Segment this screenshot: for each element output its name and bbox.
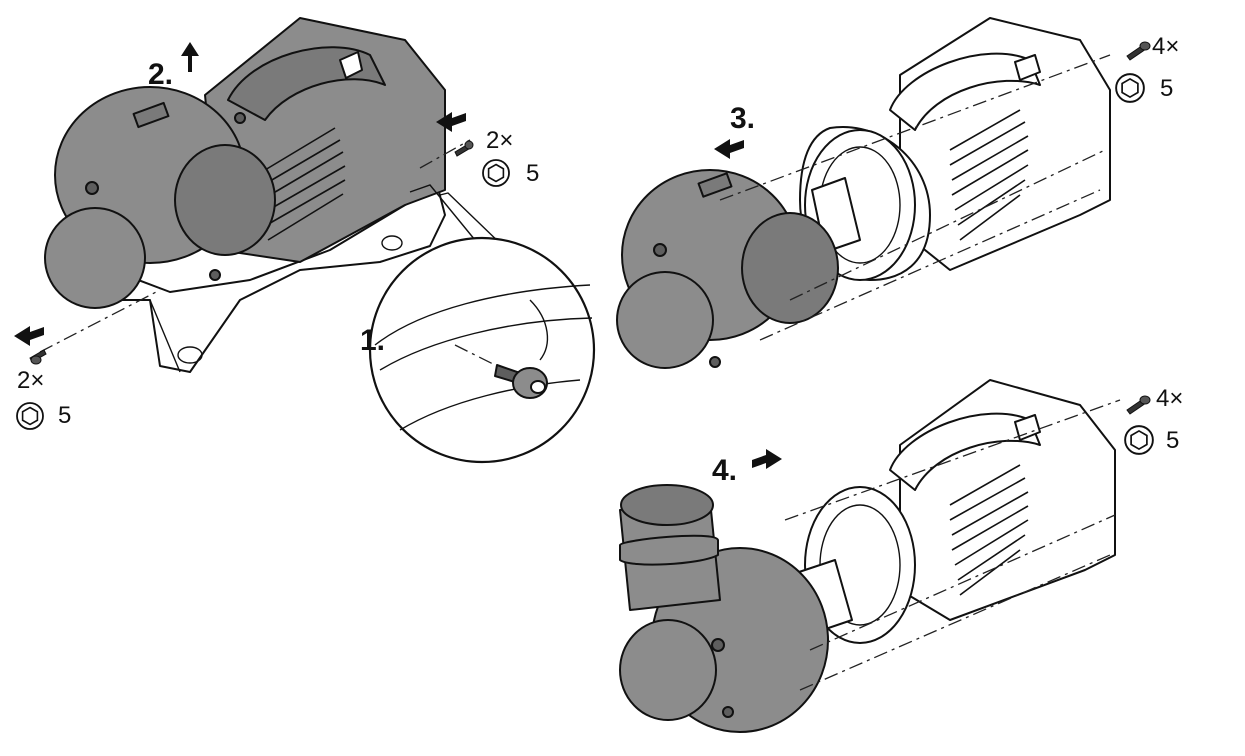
rear-top-qty: 2× bbox=[486, 127, 513, 154]
bolt-icon bbox=[1126, 41, 1151, 61]
motor-cooling-fins bbox=[949, 464, 1029, 596]
step-1-label: 1. bbox=[360, 324, 385, 357]
bolt-icon bbox=[29, 349, 47, 365]
front-left-qty: 2× bbox=[17, 367, 44, 394]
step-4-label: 4. bbox=[712, 454, 737, 487]
step-3-qty: 4× bbox=[1152, 33, 1179, 60]
pump-assembly-step-4 bbox=[619, 379, 1116, 733]
hex-bolt-detail bbox=[494, 364, 548, 399]
arrow-icon bbox=[14, 326, 44, 346]
bolt-icon bbox=[1126, 395, 1151, 415]
step-3-label: 3. bbox=[730, 102, 755, 135]
arrow-icon bbox=[714, 139, 744, 159]
pump-assembly-left bbox=[44, 17, 446, 373]
motor-cooling-fins bbox=[264, 127, 346, 241]
hex-socket-icon bbox=[1115, 73, 1145, 103]
detail-magnifier bbox=[368, 236, 596, 464]
hex-socket-icon bbox=[482, 159, 510, 187]
arrow-icon bbox=[436, 112, 466, 132]
arrow-icon bbox=[752, 449, 782, 469]
arrow-icon bbox=[181, 42, 199, 72]
pump-assembly-step-3 bbox=[616, 17, 1111, 369]
step-4-qty: 4× bbox=[1156, 385, 1183, 412]
step-3-size: 5 bbox=[1160, 75, 1173, 102]
bolt-icon bbox=[454, 140, 474, 157]
hex-socket-icon bbox=[1124, 425, 1154, 455]
motor-cooling-fins bbox=[949, 109, 1029, 241]
front-left-size: 5 bbox=[58, 402, 71, 429]
step-2-label: 2. bbox=[148, 58, 173, 91]
step-4-size: 5 bbox=[1166, 427, 1179, 454]
rear-top-size: 5 bbox=[526, 160, 539, 187]
hex-socket-icon bbox=[16, 402, 44, 430]
